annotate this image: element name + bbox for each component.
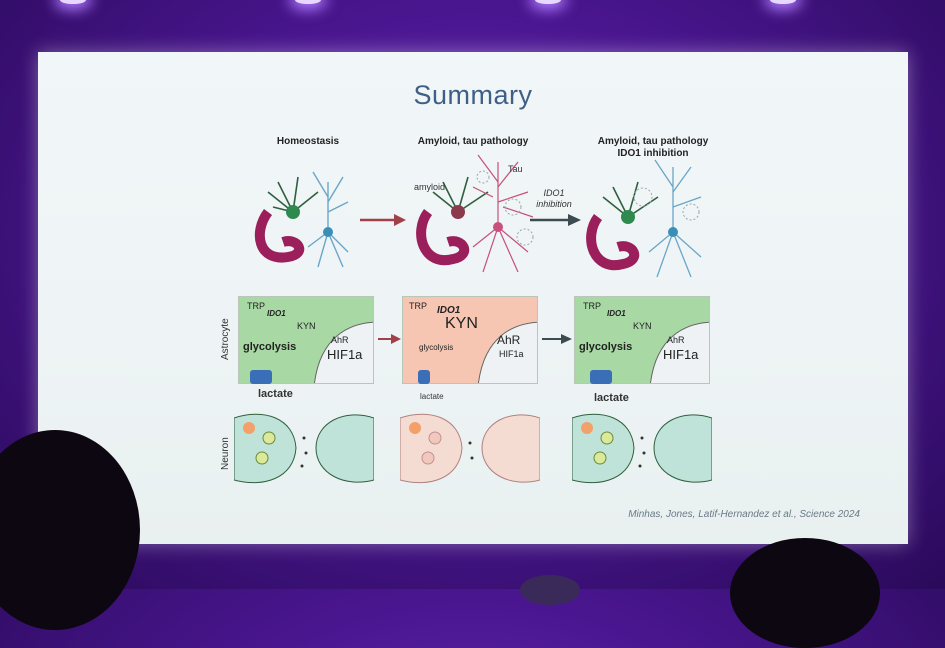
- red-arrow-2: [378, 334, 401, 344]
- cell-nucleus-shape: [478, 321, 537, 383]
- astrocyte-panel-homeostasis: TRP IDO1 KYN AhR HIF1a glycolysis: [238, 296, 374, 384]
- label-kyn: KYN: [297, 321, 316, 331]
- dark-arrow-1: [530, 214, 581, 226]
- label-tau: Tau: [508, 164, 523, 174]
- label-glycolysis: glycolysis: [419, 343, 454, 352]
- label-ido1: IDO1: [607, 309, 626, 318]
- row-label-neuron: Neuron: [220, 437, 231, 470]
- label-kyn: KYN: [633, 321, 652, 331]
- label-ahr: AhR: [667, 335, 685, 345]
- column-title-pathology: Amyloid, tau pathology: [417, 136, 529, 147]
- dark-arrow-2: [542, 334, 572, 344]
- audience-head-right: [730, 538, 880, 648]
- label-amyloid: amyloid: [414, 182, 446, 192]
- label-lactate: lactate: [258, 388, 293, 400]
- label-ido1: IDO1: [437, 305, 461, 316]
- label-lactate: lactate: [594, 392, 629, 404]
- astrocyte-panel-inhibition: TRP IDO1 KYN AhR HIF1a glycolysis: [574, 296, 710, 384]
- cell-nucleus-shape: [650, 321, 709, 383]
- neuron-illustration-homeostasis: [254, 171, 349, 268]
- label-hif1a: HIF1a: [663, 347, 699, 362]
- label-ido1: IDO1: [267, 309, 286, 318]
- column-title-homeostasis: Homeostasis: [276, 136, 340, 147]
- label-ahr: AhR: [331, 335, 349, 345]
- label-lactate: lactate: [420, 392, 444, 401]
- label-glycolysis: glycolysis: [243, 341, 297, 353]
- synapse-illustration-pathology: [400, 413, 540, 484]
- presentation-slide: Summary Homeostasis Amyloid, tau patholo…: [38, 52, 908, 544]
- transporter-icon: [418, 370, 430, 384]
- label-kyn: KYN: [445, 315, 478, 332]
- label-trp: TRP: [409, 301, 427, 311]
- cell-nucleus-shape: [314, 321, 373, 383]
- transporter-icon: [250, 370, 272, 384]
- synapse-illustration-inhibition: [572, 413, 712, 484]
- stage-light: [770, 0, 796, 4]
- red-arrow-1: [360, 214, 406, 226]
- label-hif1a: HIF1a: [499, 349, 524, 359]
- transporter-icon: [590, 370, 612, 384]
- neuron-illustration-pathology: [416, 154, 534, 273]
- stage-light: [60, 0, 86, 4]
- stage-light: [295, 0, 321, 4]
- stage-light: [535, 0, 561, 4]
- arrow-label-ido1: IDO1: [543, 188, 565, 198]
- synapse-illustration-homeostasis: [234, 413, 374, 484]
- citation: Minhas, Jones, Latif-Hernandez et al., S…: [628, 509, 860, 520]
- label-hif1a: HIF1a: [327, 347, 363, 362]
- row-label-astrocyte: Astrocyte: [220, 318, 231, 360]
- column-title-inhibition-2: IDO1 inhibition: [617, 148, 689, 159]
- audience-head-center: [520, 575, 580, 605]
- column-title-inhibition-1: Amyloid, tau pathology: [597, 136, 709, 147]
- label-trp: TRP: [583, 301, 601, 311]
- astrocyte-panel-pathology: TRP IDO1 KYN AhR HIF1a glycolysis: [402, 296, 538, 384]
- slide-title: Summary: [413, 80, 533, 110]
- neuron-illustration-inhibition: [586, 159, 702, 278]
- label-trp: TRP: [247, 301, 265, 311]
- label-ahr: AhR: [497, 333, 521, 347]
- label-glycolysis: glycolysis: [579, 341, 633, 353]
- arrow-label-inhibition: inhibition: [536, 199, 572, 209]
